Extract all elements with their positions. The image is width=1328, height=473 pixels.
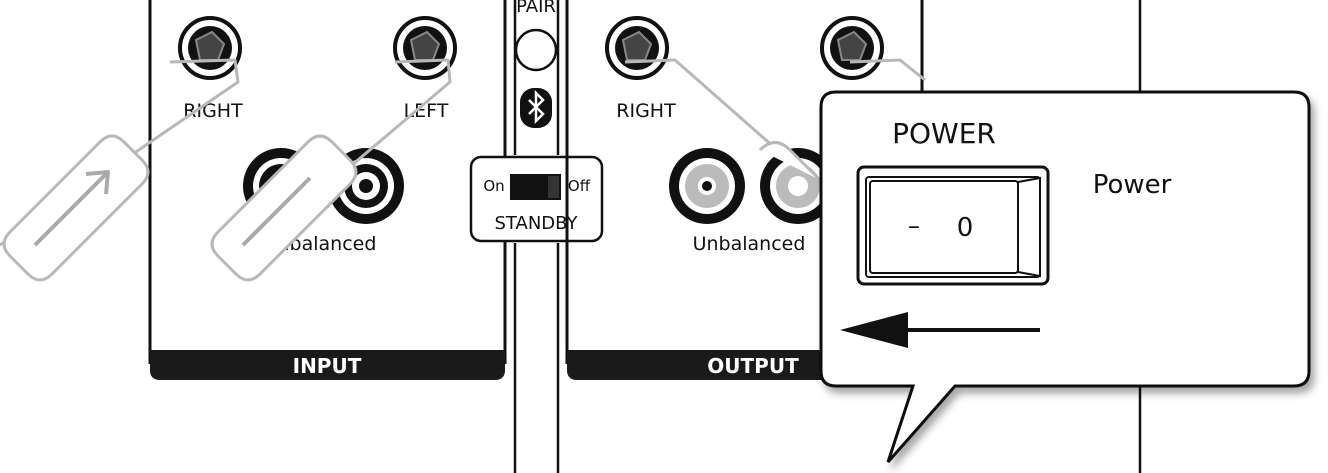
input-left-jack[interactable] [393, 16, 457, 80]
power-switch[interactable] [856, 165, 1050, 286]
output-panel-title: OUTPUT [707, 354, 799, 378]
output-rca-left[interactable] [760, 148, 836, 224]
callout-caption: Power [1093, 170, 1172, 200]
input-right-label: RIGHT [183, 100, 243, 122]
standby-switch[interactable] [510, 174, 561, 200]
input-left-cable [210, 58, 452, 282]
output-unbalanced-label: Unbalanced [693, 233, 806, 255]
output-panel-footer [567, 350, 840, 380]
center-strip: PAIR On Off STANDBY [469, 0, 604, 473]
standby-on-label: On [483, 177, 504, 195]
switch-off-mark: – [908, 212, 920, 240]
callout-title: POWER [892, 117, 996, 150]
output-cable [624, 58, 926, 182]
cable-plug-icon [210, 134, 358, 282]
output-right-label: RIGHT [616, 100, 676, 122]
input-right-cable [0, 58, 240, 282]
output-rca-right[interactable] [669, 148, 745, 224]
output-panel-frame [565, 0, 924, 364]
arrow-icon [33, 170, 110, 247]
input-left-label: LEFT [404, 100, 449, 122]
output-right-jack[interactable] [605, 16, 669, 80]
arrow-left-icon [840, 312, 1040, 348]
pair-button[interactable] [514, 28, 558, 72]
input-right-jack[interactable] [178, 16, 242, 80]
output-panel: OUTPUT RIGHT Unbalanced [565, 0, 924, 380]
switch-on-mark: 0 [957, 213, 974, 243]
pair-label: PAIR [516, 0, 556, 17]
standby-off-label: Off [568, 177, 591, 195]
standby-label: STANDBY [494, 213, 578, 234]
output-left-jack[interactable] [820, 16, 884, 80]
cable-plug-icon [2, 134, 150, 282]
input-panel-footer [150, 350, 505, 380]
input-panel-title: INPUT [293, 354, 362, 378]
bluetooth-icon [520, 88, 552, 128]
